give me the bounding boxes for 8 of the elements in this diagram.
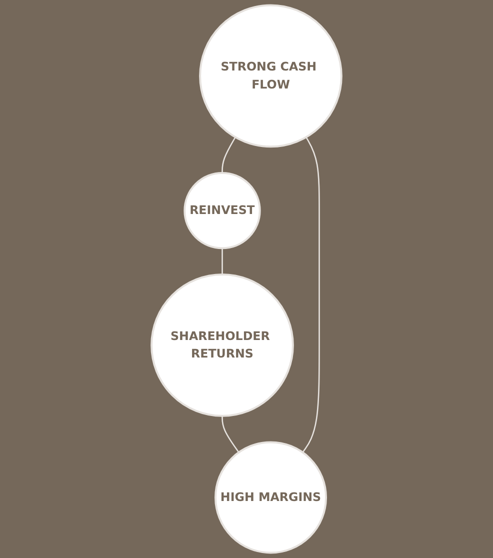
connector xyxy=(222,248,223,274)
connector xyxy=(302,136,320,453)
connector xyxy=(222,136,236,173)
node-circle: SHAREHOLDER RETURNS xyxy=(150,274,294,417)
node-circle: REINVEST xyxy=(184,172,261,250)
connector xyxy=(222,416,240,453)
node-circle: STRONG CASH FLOW xyxy=(199,4,342,148)
node-circle: HIGH MARGINS xyxy=(214,441,327,554)
